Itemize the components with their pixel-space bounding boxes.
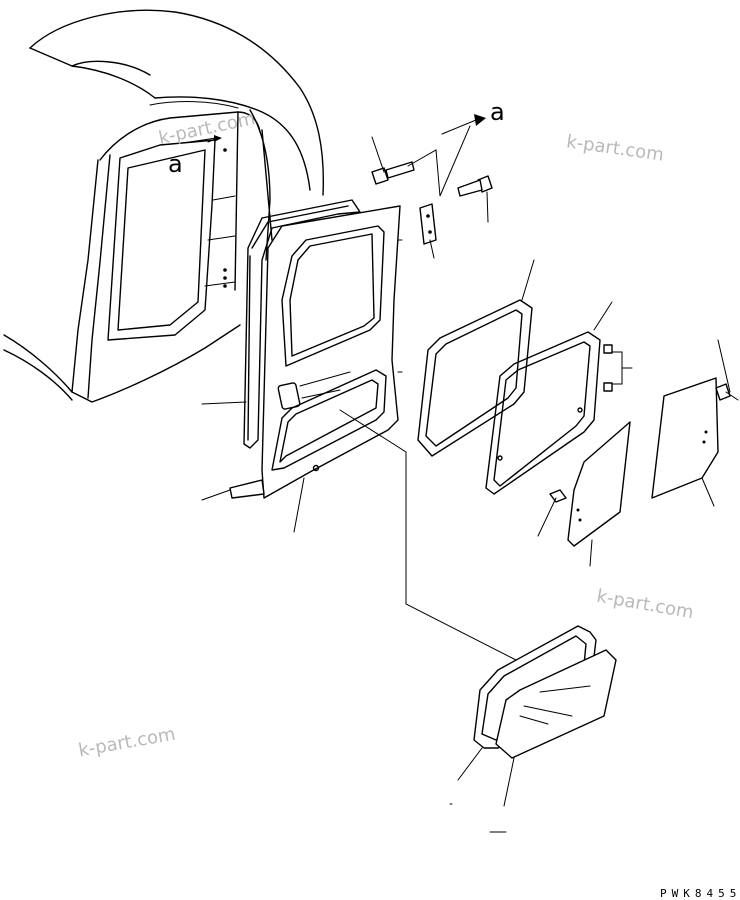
callout-letter-right: a [490, 98, 505, 126]
window-frame [485, 331, 601, 495]
bolt-hinge [457, 175, 493, 197]
sliding-glass [549, 421, 631, 547]
hinge-bracket [419, 203, 437, 245]
callout-letter-left: a [168, 150, 183, 178]
drawing-code: PWK8455 [660, 887, 740, 900]
lower-glass [495, 649, 617, 759]
door-seal [243, 199, 361, 449]
bolt-upper [371, 161, 415, 185]
window-seal [417, 299, 533, 457]
door-panel [261, 205, 403, 499]
latch-pair [603, 344, 613, 392]
leader-lines [182, 114, 739, 833]
lower-seal-strip [229, 479, 265, 499]
fixed-glass [651, 377, 731, 499]
